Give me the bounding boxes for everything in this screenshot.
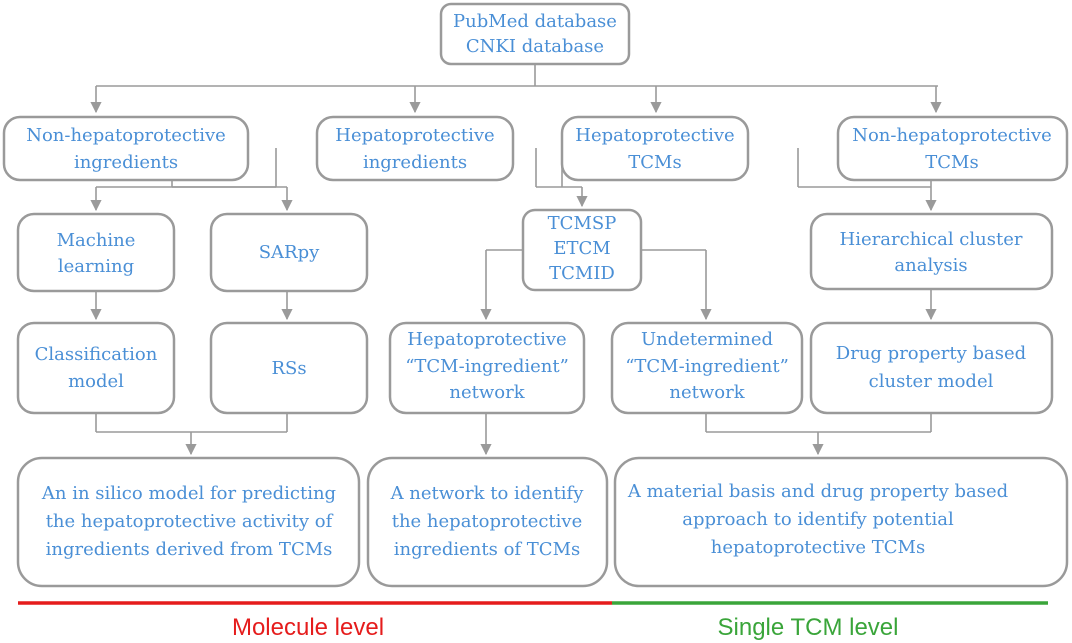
node-source: PubMed database CNKI database <box>439 2 631 66</box>
node-network-identify: A network to identify the hepatoprotecti… <box>366 456 609 588</box>
node-sarpy: SARpy <box>209 212 369 293</box>
node-databases: TCMSP ETCM TCMID <box>521 208 643 292</box>
node-hp-ingredients-line-2: ingredients <box>363 152 467 173</box>
node-hp-ingredients: Hepatoprotective ingredients <box>315 115 515 182</box>
node-machine-learning-line-2: learning <box>58 256 134 277</box>
node-material-basis: A material basis and drug property based… <box>613 456 1069 588</box>
node-material-basis-line-1: A material basis and drug property based <box>627 481 1008 502</box>
node-non-hp-tcms: Non-hepatoprotective TCMs <box>836 115 1069 182</box>
node-databases-line-2: ETCM <box>553 238 610 259</box>
node-hp-network-line-1: Hepatoprotective <box>407 329 566 350</box>
node-hier-cluster: Hierarchical cluster analysis <box>809 212 1054 291</box>
node-rss: RSs <box>209 321 369 415</box>
node-machine-learning: Machine learning <box>16 212 176 293</box>
node-machine-learning-line-1: Machine <box>57 230 136 251</box>
node-hier-cluster-line-2: analysis <box>894 255 967 276</box>
node-hp-network-line-2: “TCM-ingredient” <box>405 356 569 377</box>
node-hp-tcms: Hepatoprotective TCMs <box>560 115 750 182</box>
node-network-identify-line-3: ingredients of TCMs <box>394 539 581 560</box>
node-source-line-1: PubMed database <box>453 11 617 32</box>
node-non-hp-tcms-line-1: Non-hepatoprotective <box>852 125 1052 146</box>
node-classification: Classification model <box>16 321 176 415</box>
node-network-identify-line-1: A network to identify <box>390 483 585 504</box>
node-in-silico-line-2: the hepatoprotective activity of <box>46 511 334 532</box>
connectors <box>90 64 942 456</box>
single-tcm-level-label: Single TCM level <box>718 614 899 641</box>
node-in-silico-line-1: An in silico model for predicting <box>41 483 336 504</box>
node-network-identify-line-2: the hepatoprotective <box>392 511 583 532</box>
node-classification-line-1: Classification <box>35 344 158 365</box>
node-non-hp-tcms-line-2: TCMs <box>925 152 978 173</box>
node-drug-property-line-2: cluster model <box>869 371 994 392</box>
node-hier-cluster-line-1: Hierarchical cluster <box>840 229 1023 250</box>
node-non-hp-ingredients-line-2: ingredients <box>74 152 178 173</box>
node-hp-tcms-line-1: Hepatoprotective <box>575 125 734 146</box>
node-hp-tcms-line-2: TCMs <box>628 152 681 173</box>
node-drug-property-line-1: Drug property based <box>836 343 1026 364</box>
node-drug-property: Drug property based cluster model <box>809 321 1054 415</box>
node-hp-network-line-3: network <box>449 382 525 403</box>
node-sarpy-line-1: SARpy <box>259 242 320 263</box>
node-undet-network-line-1: Undetermined <box>641 329 773 350</box>
molecule-level-label: Molecule level <box>232 614 384 641</box>
node-classification-line-2: model <box>68 371 124 392</box>
node-non-hp-ingredients-line-1: Non-hepatoprotective <box>26 125 226 146</box>
node-undet-network-line-3: network <box>669 382 745 403</box>
node-hp-network: Hepatoprotective “TCM-ingredient” networ… <box>388 321 586 415</box>
node-material-basis-line-3: hepatoprotective TCMs <box>711 537 925 558</box>
node-source-line-2: CNKI database <box>466 36 604 57</box>
node-databases-line-1: TCMSP <box>548 213 617 234</box>
node-databases-line-3: TCMID <box>549 263 615 284</box>
node-hp-ingredients-line-1: Hepatoprotective <box>335 125 494 146</box>
node-in-silico: An in silico model for predicting the he… <box>16 456 361 588</box>
node-undet-network: Undetermined “TCM-ingredient” network <box>610 321 804 415</box>
node-rss-line-1: RSs <box>271 358 306 379</box>
node-undet-network-line-2: “TCM-ingredient” <box>625 356 789 377</box>
node-material-basis-line-2: approach to identify potential <box>682 509 954 530</box>
node-non-hp-ingredients: Non-hepatoprotective ingredients <box>2 115 250 182</box>
node-in-silico-line-3: ingredients derived from TCMs <box>46 539 333 560</box>
